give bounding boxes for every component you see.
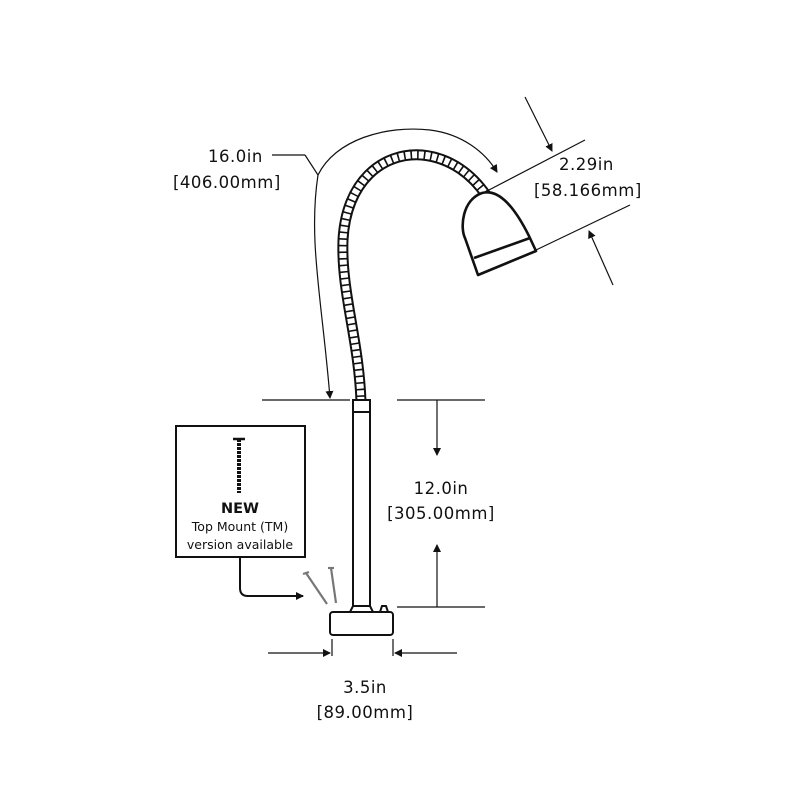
callout-line-1: Top Mount (TM) (191, 519, 288, 534)
base-width-metric: [89.00mm] (317, 703, 414, 722)
callout-badge: NEW (221, 501, 259, 517)
mounting-screws (302, 566, 338, 605)
gooseneck (337, 149, 491, 403)
gooseneck-length-imperial: 16.0in (208, 147, 263, 166)
lamp-head (461, 191, 538, 277)
top-mount-callout (175, 425, 306, 600)
dimension-lines (262, 96, 631, 657)
stem (352, 399, 371, 613)
stem-height-imperial: 12.0in (414, 479, 469, 498)
base (329, 605, 394, 636)
screw-icon (233, 437, 245, 493)
gooseneck-length-metric: [406.00mm] (173, 173, 281, 192)
stem-height-metric: [305.00mm] (387, 504, 495, 523)
head-diameter-metric: [58.166mm] (534, 181, 642, 200)
head-diameter-imperial: 2.29in (559, 155, 614, 174)
callout-line-2: version available (187, 537, 293, 552)
callout-arrow (239, 558, 304, 600)
base-width-imperial: 3.5in (343, 678, 387, 697)
